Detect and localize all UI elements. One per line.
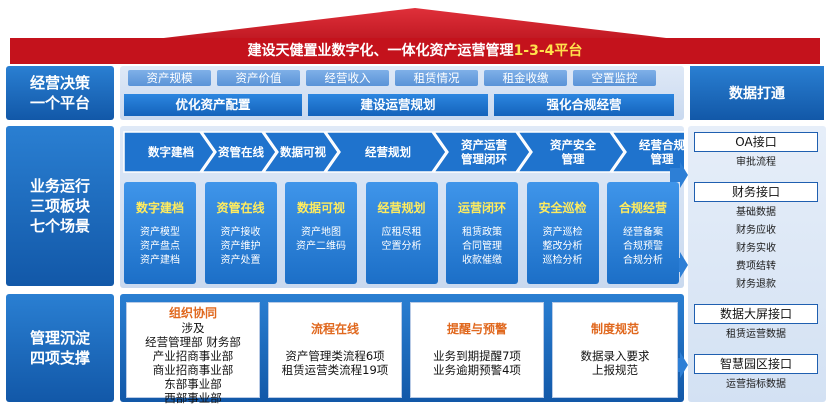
chevron-step (200, 131, 277, 173)
scenario-card: 资管在线资产接收 资产维护 资产处置 (204, 182, 277, 284)
section-business: 业务运行 三项板块 七个场景 (6, 126, 114, 286)
metric-tag: 经营收入 (306, 70, 389, 86)
interface-item: 财务退款 (736, 279, 776, 290)
strategy-banner: 建设运营规划 (308, 94, 488, 116)
management-card: 组织协同涉及 经营管理部 财务部 产业招商事业部 商业招商事业部 东部事业部 西… (126, 302, 260, 405)
interface-item: 审批流程 (736, 157, 776, 168)
scenario-items: 应租尽租 空置分析 (381, 227, 422, 252)
management-title: 组织协同 (168, 306, 217, 320)
management-card: 提醒与预警业务到期提醒7项 业务逾期预警4项 (410, 302, 544, 398)
scenario-card: 经营规划应租尽租 空置分析 (365, 182, 438, 284)
scenario-card: 数据可视资产地图 资产二维码 (285, 182, 357, 284)
roof-banner (10, 8, 820, 64)
metric-tag: 空置监控 (573, 70, 656, 86)
scenario-items: 资产地图 资产二维码 (296, 227, 346, 252)
scenario-title: 合规经营 (618, 201, 667, 215)
chevron-step (610, 131, 684, 173)
interface-box: 数据大屏接口 (694, 304, 818, 324)
metric-tag: 资产价值 (217, 70, 300, 86)
chevron-label: 数字建档 (148, 145, 194, 159)
interface-box: 财务接口 (694, 182, 818, 202)
chevron-step (516, 131, 625, 173)
scenario-title: 安全巡检 (538, 201, 587, 215)
metric-tag: 租金收缴 (484, 70, 567, 86)
section-management: 管理沉淀 四项支撑 (6, 294, 114, 402)
arrow-right-icon (670, 162, 688, 188)
chevron-step (432, 131, 531, 173)
management-items: 业务到期提醒7项 业务逾期预警4项 (433, 349, 521, 377)
interface-item: 基础数据 (736, 207, 776, 218)
management-items: 数据录入要求 上报规范 (580, 349, 650, 377)
scenario-title: 数据可视 (296, 201, 345, 215)
chevron-step (262, 131, 339, 173)
scenario-title: 运营闭环 (457, 201, 506, 215)
scenario-card: 合规经营经营备案 合规预警 合规分析 (607, 182, 679, 284)
chevron-label: 经营合规 管理 (639, 138, 685, 166)
chevron-label: 资产安全 管理 (550, 138, 596, 166)
management-title: 流程在线 (310, 322, 359, 336)
management-card: 制度规范数据录入要求 上报规范 (552, 302, 678, 398)
management-card: 流程在线资产管理类流程6项 租赁运营类流程19项 (268, 302, 402, 398)
metric-tag: 资产规模 (128, 70, 211, 86)
title-main: 建设天健置业数字化、一体化资产运营管理 (247, 43, 514, 59)
management-items: 涉及 经营管理部 财务部 产业招商事业部 商业招商事业部 东部事业部 西部事业部 (145, 321, 241, 405)
scenario-title: 经营规划 (377, 201, 426, 215)
title-highlight: 1-3-4平台 (513, 43, 583, 59)
scenario-items: 租赁政策 合同管理 收款催缴 (462, 227, 502, 266)
management-items: 资产管理类流程6项 租赁运营类流程19项 (281, 349, 389, 377)
scenario-card: 运营闭环租赁政策 合同管理 收款催缴 (446, 182, 518, 284)
chevron-label: 资管在线 (218, 145, 264, 159)
page-title: 建设天健置业数字化、一体化资产运营管理1-3-4平台 (0, 40, 830, 62)
interface-item: 租赁运营数据 (726, 329, 786, 340)
scenario-card: 安全巡检资产巡检 整改分析 巡检分析 (526, 182, 599, 284)
scenario-items: 资产巡检 整改分析 巡检分析 (542, 227, 583, 266)
scenario-flow-chevrons (123, 131, 684, 173)
strategy-banner: 强化合规经营 (494, 94, 674, 116)
chevron-step (324, 131, 447, 173)
chevron-step (123, 131, 215, 173)
scenario-items: 经营备案 合规预警 合规分析 (623, 227, 663, 266)
scenario-items: 资产接收 资产维护 资产处置 (220, 227, 261, 266)
chevron-label: 数据可视 (280, 145, 326, 159)
scenario-card: 数字建档资产模型 资产盘点 资产建档 (124, 182, 196, 284)
chevron-label: 经营规划 (365, 145, 411, 159)
metric-tag: 租赁情况 (395, 70, 478, 86)
interface-item: 财务应收 (736, 225, 776, 236)
scenario-items: 资产模型 资产盘点 资产建档 (140, 227, 180, 266)
interface-box: OA接口 (694, 132, 818, 152)
interface-item: 财务实收 (736, 243, 776, 254)
strategy-banner: 优化资产配置 (124, 94, 302, 116)
interface-box: 智慧园区接口 (694, 354, 818, 374)
interface-item: 运营指标数据 (726, 379, 786, 390)
interface-item: 费项结转 (736, 261, 776, 272)
chevron-label: 资产运营 管理闭环 (461, 138, 507, 166)
data-integration-header: 数据打通 (690, 66, 824, 120)
scenario-title: 资管在线 (216, 201, 265, 215)
section-decision: 经营决策 一个平台 (6, 66, 114, 120)
management-title: 提醒与预警 (446, 322, 507, 336)
scenario-title: 数字建档 (135, 201, 184, 215)
management-title: 制度规范 (590, 322, 639, 336)
